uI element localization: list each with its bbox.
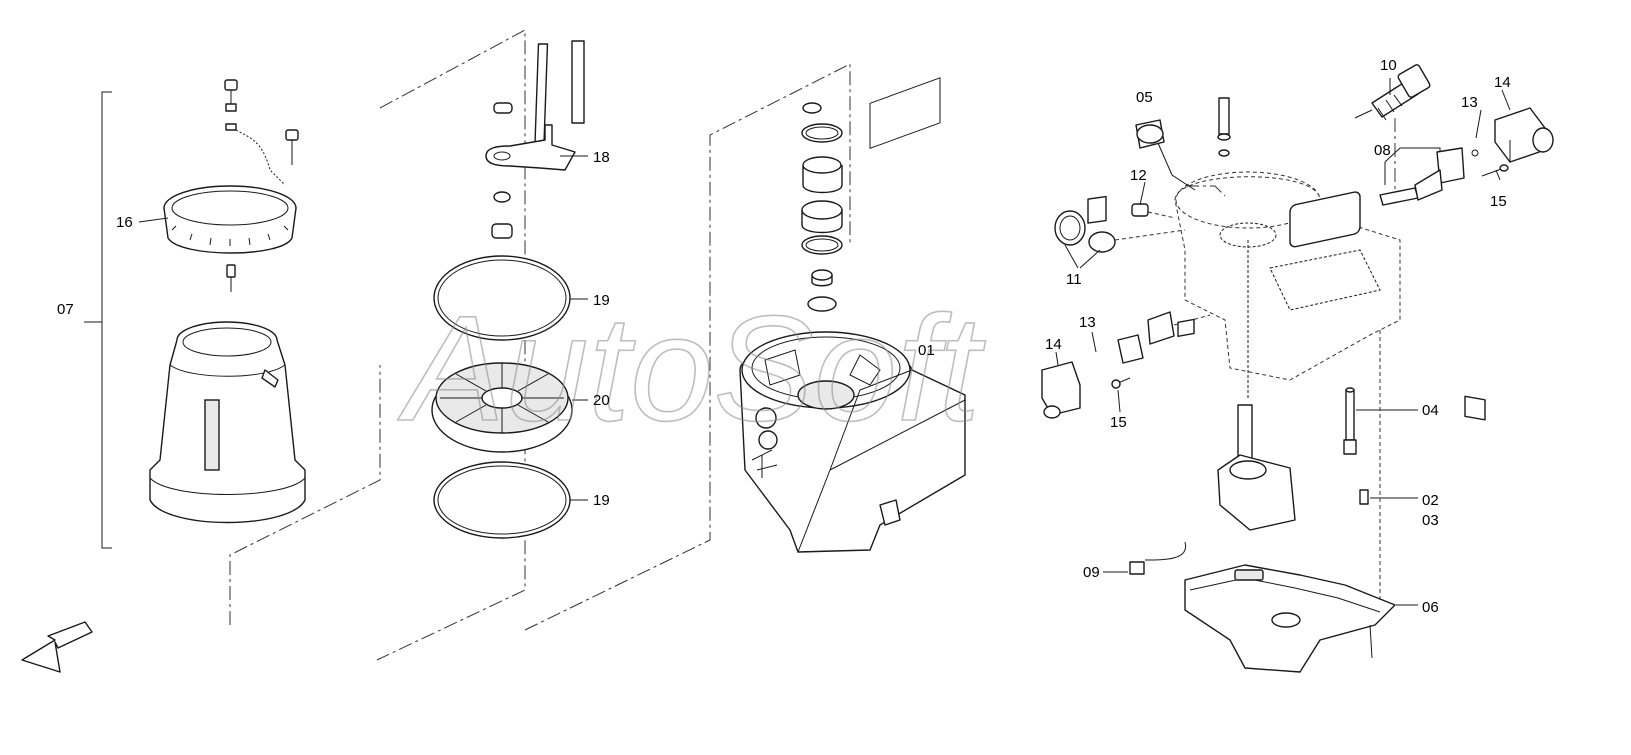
callout-19-upper: 19	[593, 292, 610, 309]
part-19-o-ring-lower	[433, 461, 571, 539]
part-01-housing	[739, 77, 966, 553]
arrow-down-left-icon	[21, 621, 93, 673]
part-06-base-plate	[1184, 330, 1418, 673]
part-10-sensor	[1354, 64, 1431, 121]
part-20-filter-plate	[431, 362, 573, 453]
part-13-gasket-lower	[1087, 195, 1107, 224]
part-05-plug	[1135, 119, 1196, 191]
part-11-cap-and-seal	[1054, 210, 1186, 269]
part-12-plug	[1131, 203, 1176, 219]
callout-13-upper: 13	[1461, 94, 1478, 111]
callout-01: 01	[918, 342, 935, 359]
callout-labels: 01 02 03 04 05 06 07 08 09 10 11 12 13 1…	[57, 57, 1511, 616]
callout-15-lower: 15	[1110, 414, 1127, 431]
callout-10: 10	[1380, 57, 1397, 74]
part-19-o-ring-upper	[433, 255, 571, 341]
part-15-screw-upper	[1481, 164, 1509, 177]
part-14-connector-lower	[1041, 361, 1081, 419]
callout-18: 18	[593, 149, 610, 166]
callout-04: 04	[1422, 402, 1439, 419]
part-14-connector-upper	[1494, 107, 1554, 163]
callout-19-lower: 19	[593, 492, 610, 509]
callout-11: 11	[1066, 271, 1082, 288]
callout-07: 07	[57, 301, 74, 318]
screw-and-washers	[1217, 97, 1231, 157]
callout-05: 05	[1136, 89, 1153, 106]
callout-20: 20	[593, 392, 610, 409]
part-18-bracket-assembly	[485, 40, 585, 239]
part-13-gasket-upper	[1464, 149, 1486, 421]
part-09-cable	[1103, 318, 1195, 575]
part-08-valve	[1379, 147, 1465, 206]
valve-coil-lower	[1117, 311, 1211, 364]
part-15-screw-lower	[1111, 377, 1131, 389]
part-07-filter-bowl	[149, 321, 306, 524]
callout-14-lower: 14	[1045, 336, 1062, 353]
pump-housing-dashed	[1174, 171, 1401, 400]
callout-14-upper: 14	[1494, 74, 1511, 91]
callout-leaders	[138, 78, 1511, 501]
callout-12: 12	[1130, 167, 1147, 184]
assembly-bracket-07	[84, 91, 112, 549]
callout-13-lower: 13	[1079, 314, 1096, 331]
callout-09: 09	[1083, 564, 1100, 581]
callout-02: 02	[1422, 492, 1439, 509]
callout-16: 16	[116, 214, 133, 231]
part-04-sensor-rod	[1343, 387, 1418, 455]
callout-03: 03	[1422, 512, 1439, 529]
part-16-cap-assembly	[163, 79, 299, 292]
callout-06: 06	[1422, 599, 1439, 616]
watermark-text: AutoSoft	[397, 284, 986, 452]
callout-08: 08	[1374, 142, 1391, 159]
seal-stack	[801, 102, 843, 312]
callout-15-upper: 15	[1490, 193, 1507, 210]
part-02-motor	[1217, 191, 1418, 531]
